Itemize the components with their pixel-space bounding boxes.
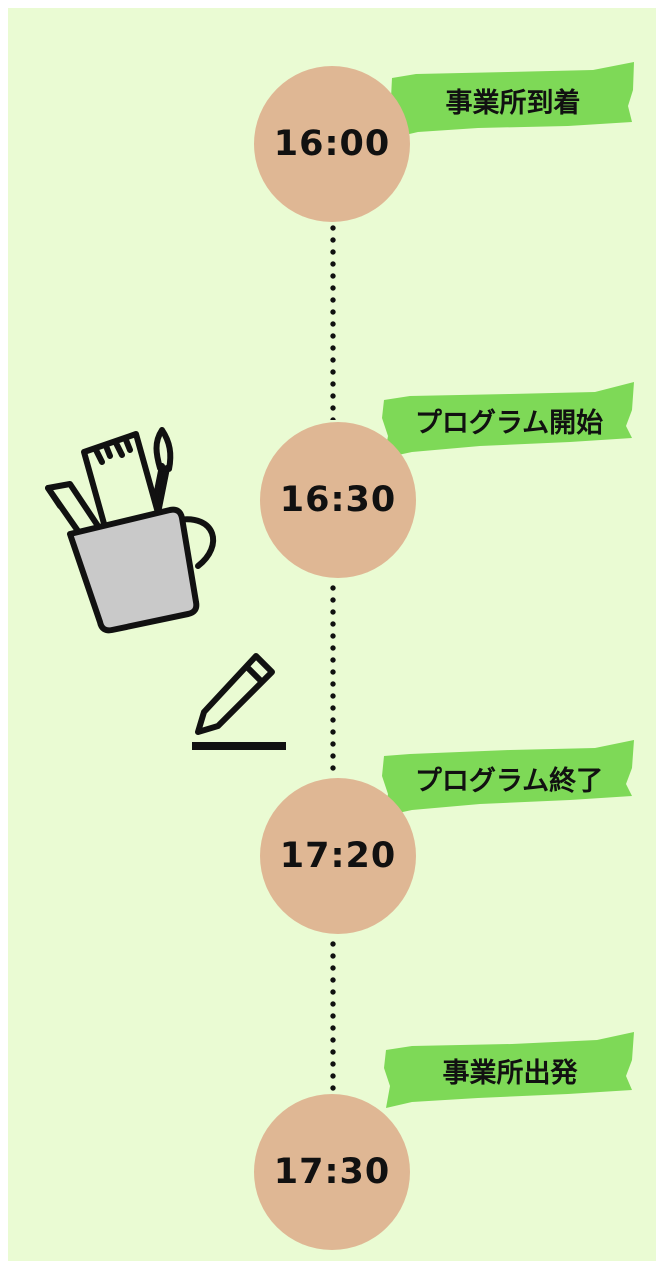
step-label: 事業所到着 bbox=[445, 87, 581, 119]
connector-dots bbox=[330, 186, 336, 420]
pencil-cup-icon bbox=[45, 427, 217, 634]
step-label-tag: プログラム開始 bbox=[380, 380, 638, 460]
time-circle: 17:20 bbox=[260, 778, 416, 934]
brush-tag-shape bbox=[384, 1032, 634, 1108]
brush-tag-shape bbox=[391, 62, 634, 138]
step-label-tag: プログラム終了 bbox=[380, 738, 638, 818]
time-circle: 16:00 bbox=[254, 66, 410, 222]
connector-dots bbox=[330, 938, 336, 1096]
time-circle: 16:30 bbox=[260, 422, 416, 578]
time-circle: 17:30 bbox=[254, 1094, 410, 1250]
step-label: プログラム開始 bbox=[414, 407, 604, 439]
brush-tag-shape bbox=[382, 382, 634, 458]
step-label: プログラム終了 bbox=[414, 765, 604, 797]
step-label: 事業所出発 bbox=[442, 1057, 578, 1089]
pencil-write-icon bbox=[192, 653, 286, 750]
connector-dots bbox=[330, 582, 336, 774]
step-label-tag: 事業所出発 bbox=[382, 1030, 638, 1110]
brush-tag-shape bbox=[382, 740, 634, 816]
step-label-tag: 事業所到着 bbox=[388, 60, 638, 140]
